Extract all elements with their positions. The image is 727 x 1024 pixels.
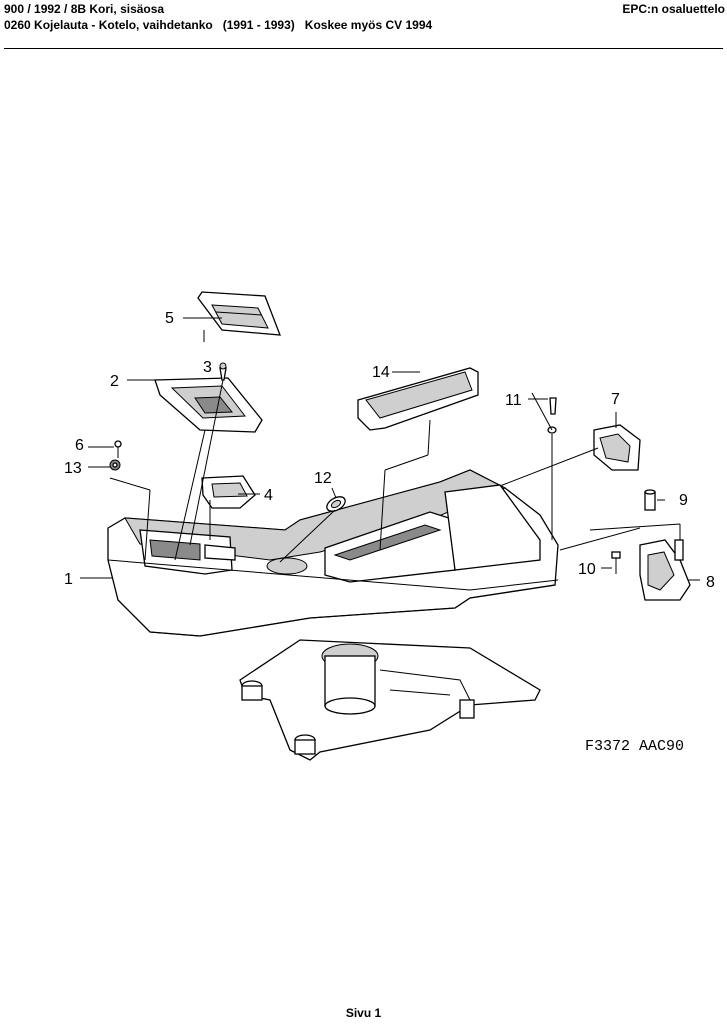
header-model-line: 900 / 1992 / 8B Kori, sisäosa	[4, 2, 165, 16]
nut-13-drawing	[109, 459, 121, 471]
callout-3: 3	[203, 359, 212, 376]
sleeve-9-drawing	[644, 489, 656, 511]
mount-8-drawing	[639, 539, 691, 601]
callout-5: 5	[165, 310, 174, 327]
console-housing-drawing	[107, 469, 559, 637]
header-divider	[4, 48, 723, 49]
callout-9: 9	[679, 492, 688, 509]
callout-14: 14	[372, 364, 390, 381]
leader-lines	[80, 317, 700, 581]
callout-7: 7	[611, 391, 620, 408]
figure-code: F3372 AAC90	[585, 738, 685, 755]
header-catalog-title: EPC:n osaluettelo	[622, 2, 725, 16]
switch-panel-drawing	[197, 291, 281, 336]
callout-12: 12	[314, 470, 332, 487]
header-section-line: 0260 Kojelauta - Kotelo, vaihdetanko (19…	[4, 18, 433, 32]
callout-10: 10	[578, 561, 596, 578]
bracket-7-drawing	[593, 424, 641, 471]
callout-11: 11	[505, 392, 522, 409]
bezel-frame-drawing	[154, 377, 263, 433]
callout-1: 1	[64, 571, 73, 588]
small-tray-drawing	[201, 475, 256, 509]
grommet-12-drawing	[326, 496, 346, 512]
screw-6-drawing	[114, 440, 122, 458]
page-number: Sivu 1	[345, 1006, 382, 1020]
chassis-frame-drawing	[239, 639, 541, 761]
screw-3-drawing	[219, 362, 227, 381]
storage-box-drawing	[357, 367, 479, 431]
screw-10-drawing	[611, 551, 621, 574]
callout-8: 8	[706, 574, 715, 591]
callout-2: 2	[110, 373, 119, 390]
callout-4: 4	[264, 487, 273, 504]
callout-13: 13	[64, 460, 82, 477]
callout-6: 6	[75, 437, 84, 454]
screw-11-drawing	[547, 397, 557, 434]
